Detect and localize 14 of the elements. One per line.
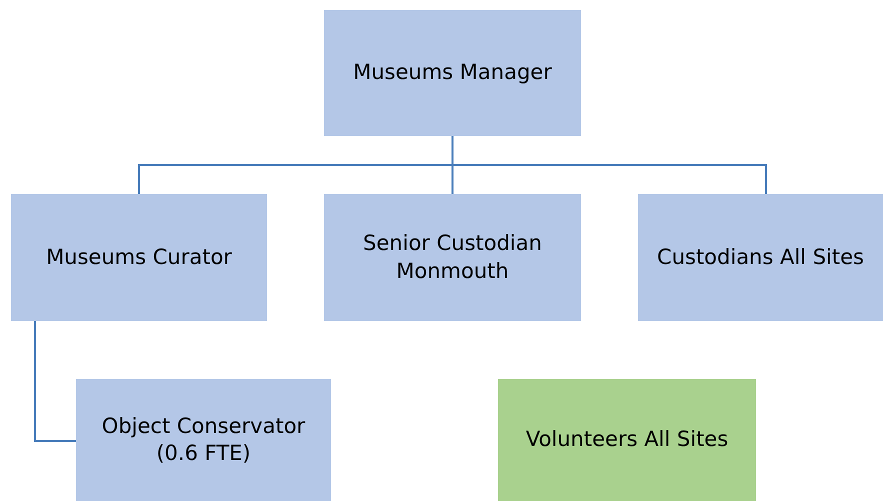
role-box [498,379,756,501]
role-title: Senior Custodian Monmouth [362,230,543,284]
connector-line [452,136,767,194]
role-title: Object Conservator (0.6 FTE) [100,412,306,467]
role-title: Volunteers All Sites [524,426,730,454]
role-box [11,194,267,321]
role-box [76,379,331,501]
role-box [324,10,581,136]
role-title: Museums Manager [352,59,553,86]
connector-line [34,321,76,442]
role-box [638,194,883,321]
role-title: Custodians All Sites [656,244,865,271]
role-box [324,194,581,321]
role-title: Museums Curator [45,244,233,271]
